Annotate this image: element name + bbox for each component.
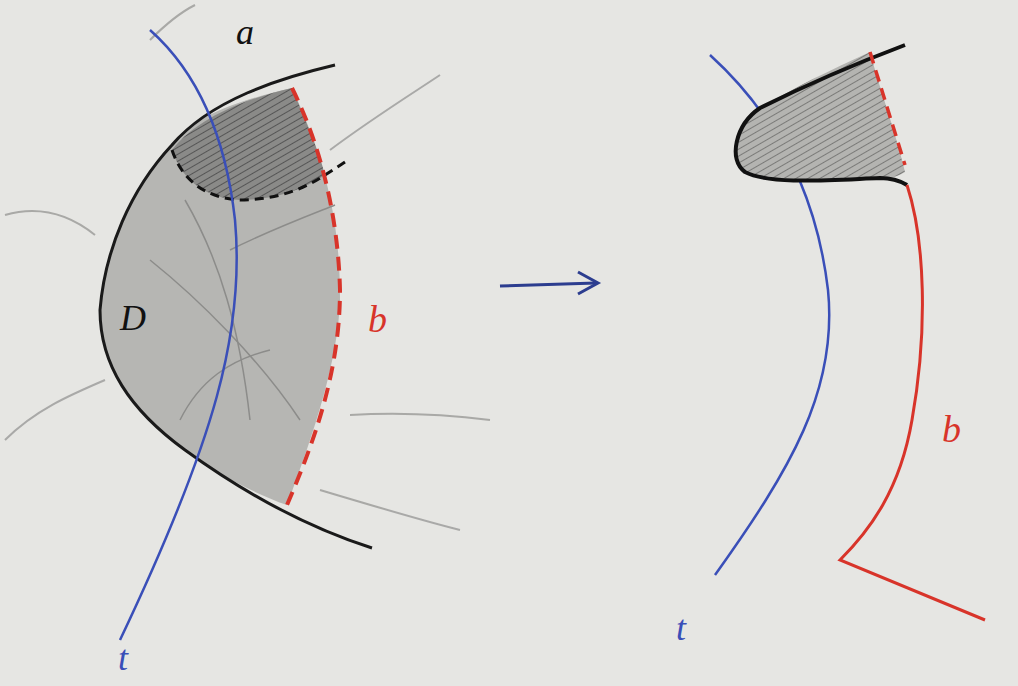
curve-b-dashed — [287, 88, 340, 505]
inner-curves — [150, 200, 335, 420]
shaded-region — [100, 88, 340, 505]
loop-curve — [736, 45, 907, 185]
faint-curves — [5, 5, 490, 530]
red-dashed-right — [870, 52, 905, 165]
curve-label: t — [118, 640, 128, 676]
curve-label: t — [676, 610, 686, 646]
hatched-cap — [172, 88, 325, 200]
hatched-loop — [736, 52, 905, 181]
curve-label: b — [368, 300, 387, 338]
curve-b-right — [840, 185, 985, 620]
transform-arrow — [500, 272, 598, 294]
curve-t — [120, 30, 237, 640]
curve-label: D — [120, 300, 146, 336]
curve-a — [100, 65, 372, 548]
curve-label: b — [942, 410, 961, 448]
curve-label: a — [236, 14, 254, 50]
